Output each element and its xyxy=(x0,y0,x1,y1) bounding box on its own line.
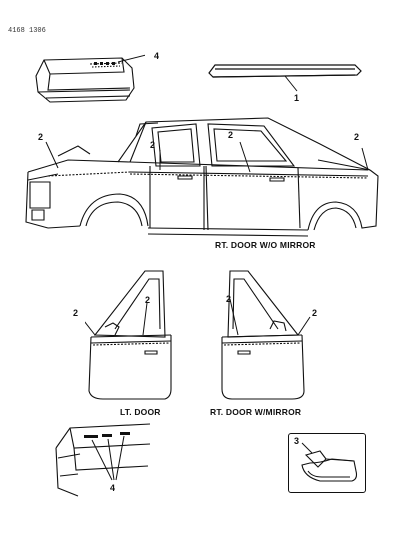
rear-nameplate-illustration xyxy=(50,418,160,508)
callout-belt-molding-front-door: 2 xyxy=(228,130,234,140)
callout-belt-molding-rt-door-left: 2 xyxy=(226,294,232,304)
right-door-illustration xyxy=(208,265,313,405)
view-label-rt-door-w-mirror: RT. DOOR W/MIRROR xyxy=(210,407,302,417)
rear-deck-illustration xyxy=(30,48,145,110)
view-label-lt-door: LT. DOOR xyxy=(120,407,161,417)
car-side-illustration xyxy=(18,110,383,248)
callout-belt-molding-lt-door-left: 2 xyxy=(73,308,79,318)
callout-roof-molding: 1 xyxy=(294,93,300,103)
callout-nameplate-top: 4 xyxy=(154,51,160,61)
callout-belt-molding-rear-quarter: 2 xyxy=(38,132,44,142)
callout-belt-molding-lt-door-right: 2 xyxy=(145,295,151,305)
left-door-illustration xyxy=(85,265,185,405)
view-label-rt-door-wo-mirror: RT. DOOR W/O MIRROR xyxy=(215,240,316,250)
callout-nameplate-bottom: 4 xyxy=(110,483,116,493)
roof-molding-illustration xyxy=(205,55,365,100)
mirror-illustration xyxy=(292,437,364,491)
callout-belt-molding-fender: 2 xyxy=(354,132,360,142)
diagram-code: 4168 1306 xyxy=(8,27,46,35)
callout-belt-molding-rear-door: 2 xyxy=(150,140,156,150)
mirror-detail-inset xyxy=(288,433,366,493)
callout-mirror-molding: 3 xyxy=(294,436,300,446)
callout-belt-molding-rt-door-right: 2 xyxy=(312,308,318,318)
